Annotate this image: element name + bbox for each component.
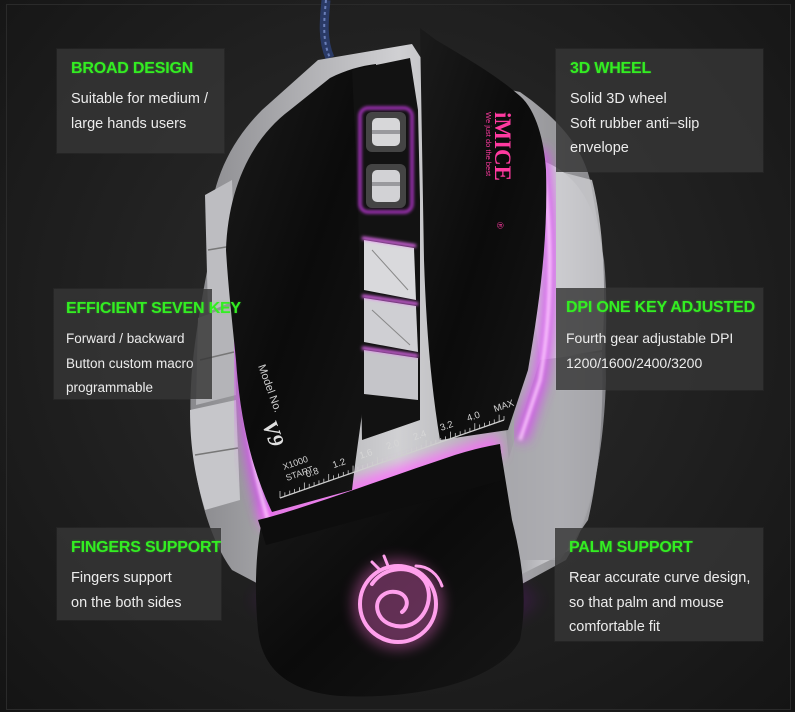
feature-line: large hands users [71,115,187,132]
feature-line: Fingers support [71,570,172,586]
feature-title: 3D WHEEL [570,60,652,77]
feature-line: Rear accurate curve design, [569,570,751,586]
top-buttons [358,106,414,214]
brand-logo-text: iMICE ® We just do the best [484,112,515,229]
feature-line: Suitable for medium / [71,91,209,107]
feature-line: Soft rubber anti−slip [570,115,700,132]
scale-label: 0.8 [304,466,320,481]
feature-title: BROAD DESIGN [71,60,194,77]
feature-line: on the both sides [71,594,182,611]
feature-card-3d-wheel: 3D WHEEL Solid 3D wheel Soft rubber anti… [556,49,763,172]
feature-line: envelope [570,140,629,156]
scale-label: 3.2 [439,419,455,434]
feature-card-broad-design: BROAD DESIGN Suitable for medium / large… [57,49,224,153]
scale-label: 1.6 [358,447,374,462]
scale-label: 1.2 [331,456,347,471]
feature-line: Forward / backward [66,331,185,346]
dragon-logo [352,554,444,650]
brand-slogan: We just do the best [484,112,493,177]
feature-title: FINGERS SUPPORT [71,539,221,556]
feature-line: programmable [66,380,154,395]
feature-card-seven-key: EFFICIENT SEVEN KEY Forward / backward B… [54,289,241,399]
scale-label: 4.0 [466,410,482,425]
feature-line: Fourth gear adjustable DPI [566,330,734,346]
feature-line: comfortable fit [569,619,661,635]
feature-line: so that palm and mouse [569,594,724,611]
background-frame [6,4,791,710]
feature-title: DPI ONE KEY ADJUSTED [566,299,755,316]
brand-registered: ® [495,222,505,229]
feature-title: EFFICIENT SEVEN KEY [66,300,241,317]
scale-label: 2.4 [412,428,428,443]
feature-card-dpi: DPI ONE KEY ADJUSTED Fourth gear adjusta… [556,288,763,390]
feature-line: Solid 3D wheel [570,91,667,107]
cable [319,0,335,60]
feature-card-palm-support: PALM SUPPORT Rear accurate curve design,… [555,528,763,641]
feature-title: PALM SUPPORT [569,539,693,556]
scale-label: 2.0 [385,438,401,453]
dpi-light-bars [361,236,419,400]
feature-card-fingers-support: FINGERS SUPPORT Fingers support on the b… [57,528,221,620]
feature-line: 1200/1600/2400/3200 [566,354,703,371]
feature-line: Button custom macro [66,355,194,371]
brand-name: iMICE [490,112,515,181]
